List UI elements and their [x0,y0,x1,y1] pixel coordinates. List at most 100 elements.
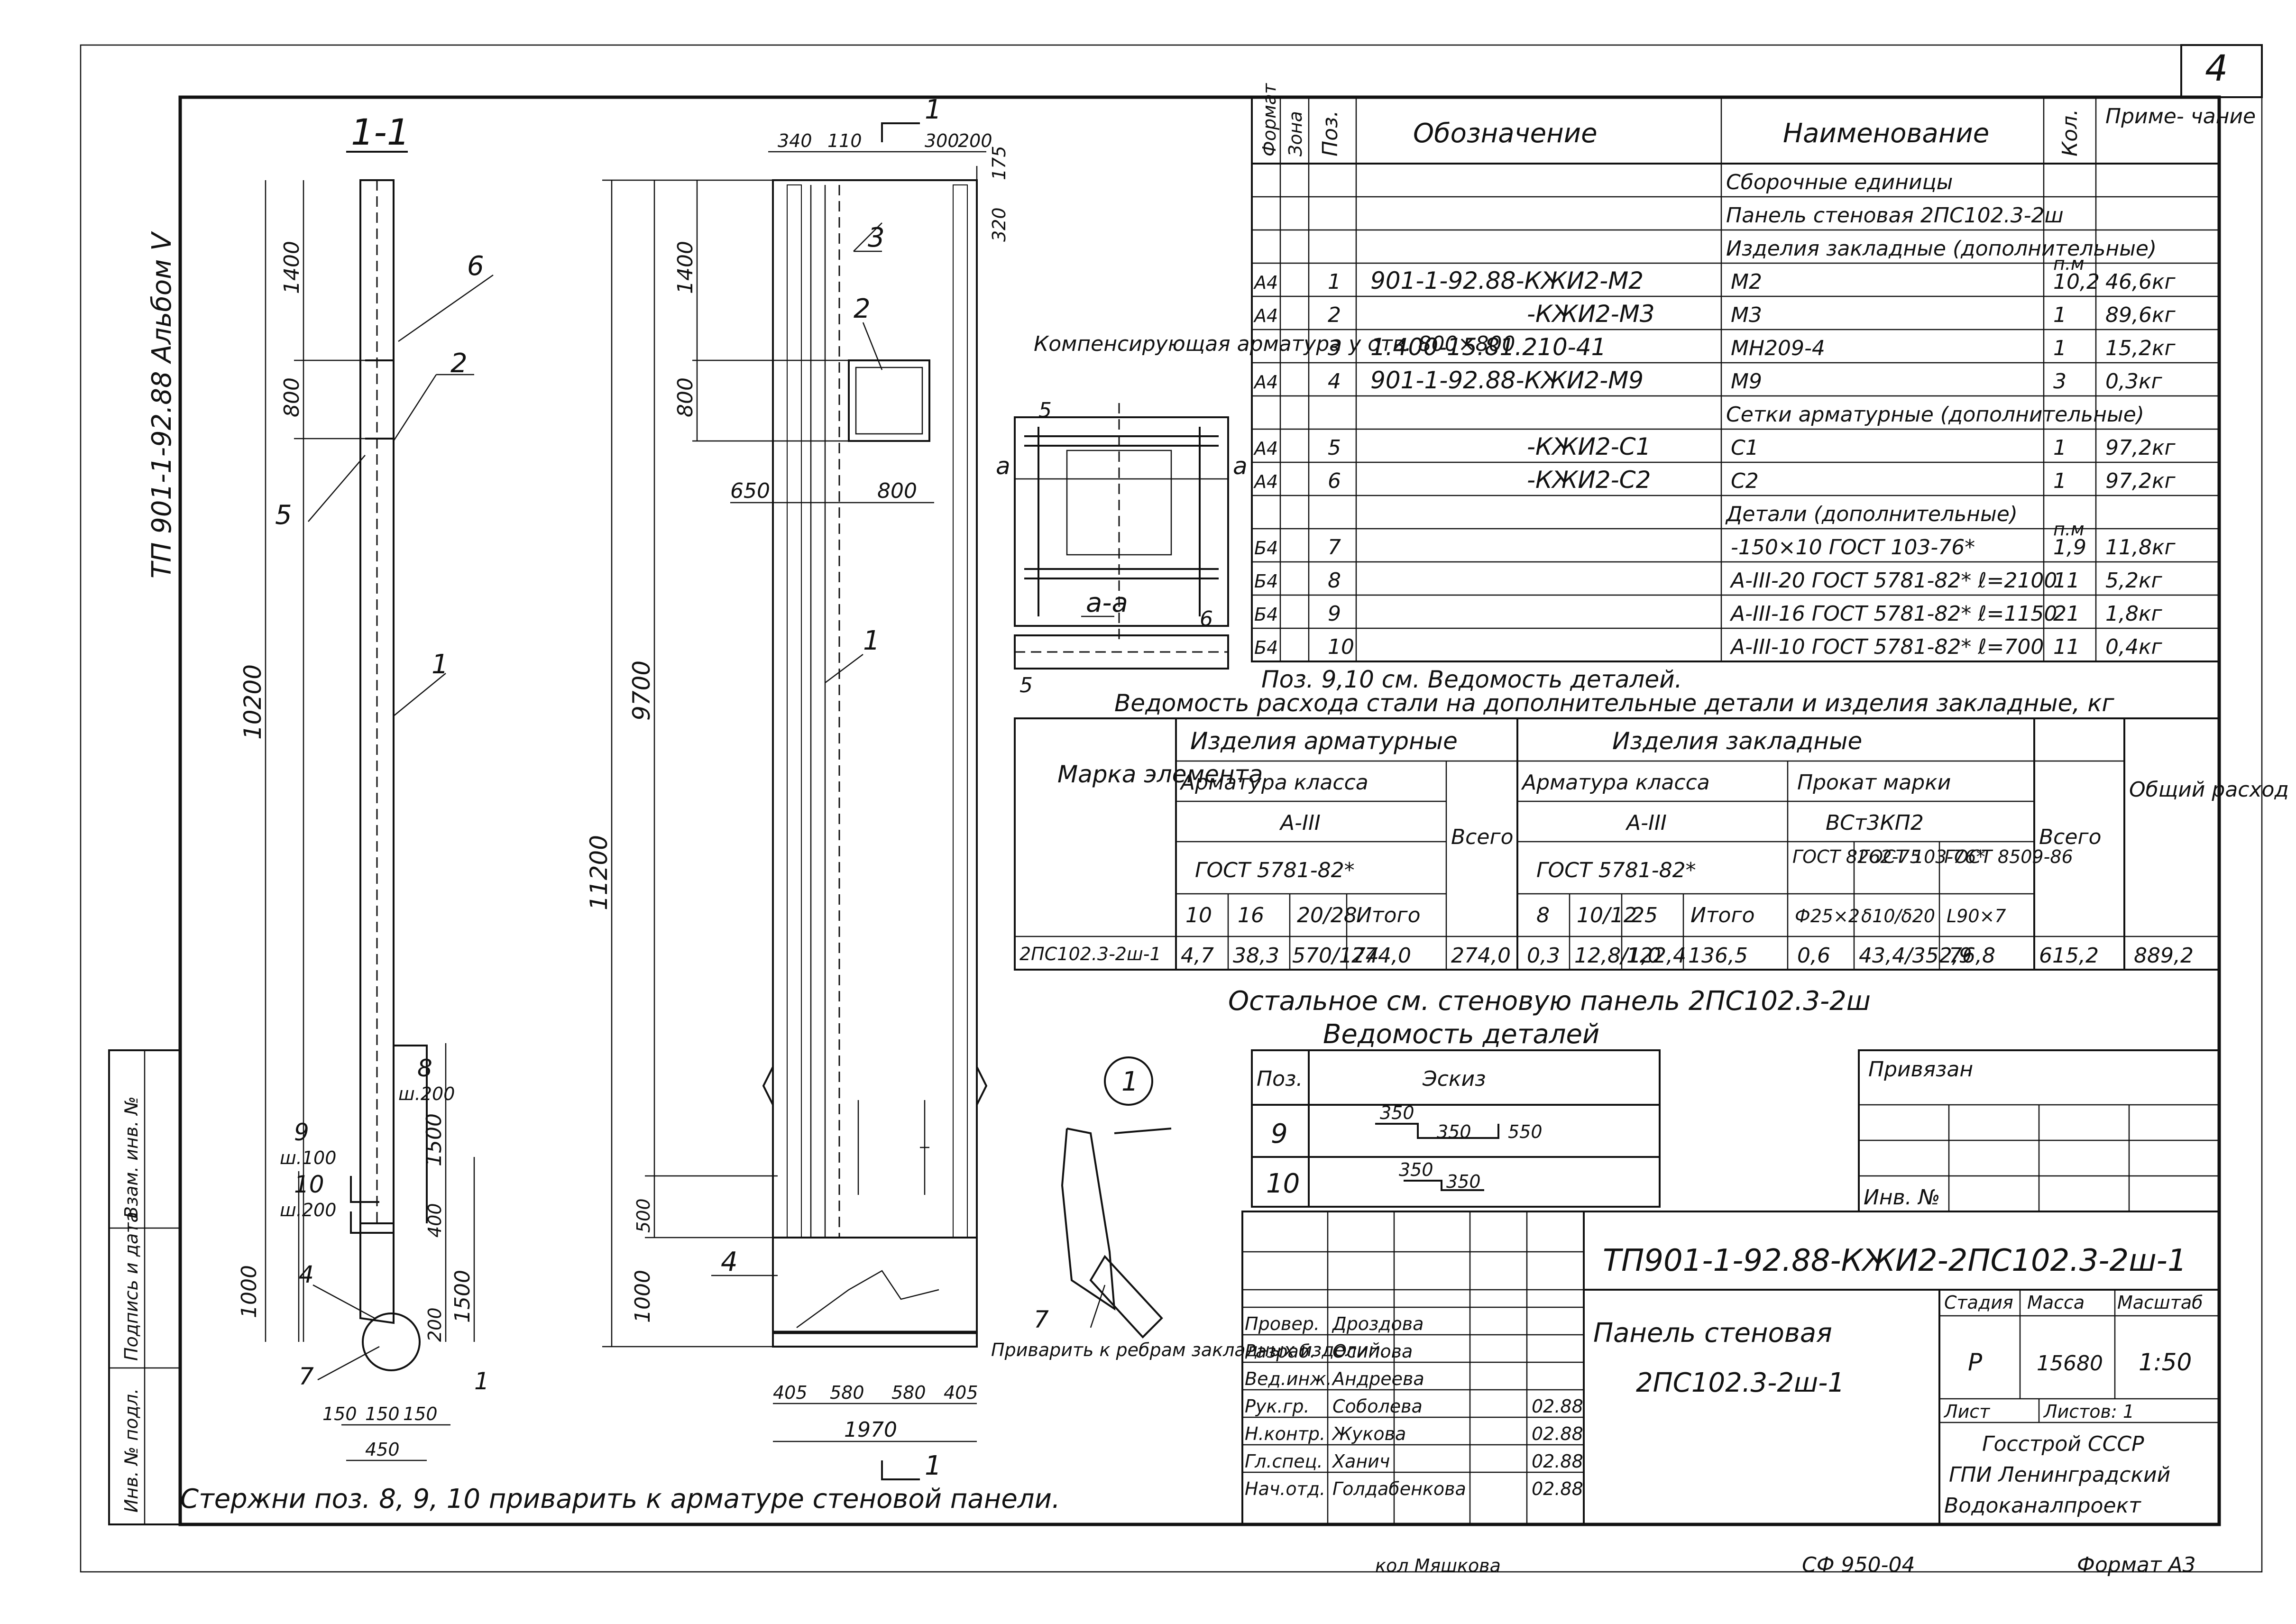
spec-fmt: А4 [1253,372,1278,393]
section-callout: 2 [450,348,468,379]
title-stage: Р [1968,1349,1983,1376]
section-dim: 1000 [237,1265,261,1318]
signer-name: Осипова [1332,1341,1413,1362]
spec-name: -150×10 ГОСТ 103-76* [1731,535,1975,560]
section-callout: 6 [467,251,484,282]
bar-spacing: ш.100 [280,1147,336,1168]
spec-fmt: А4 [1253,305,1278,326]
section-dim: 1500 [450,1270,475,1323]
steel-h-class: Арматура класса [1179,771,1368,795]
spec-name: А-III-16 ГОСТ 5781-82* ℓ=1150 [1729,602,2057,626]
side-stamp-replace: Взам. инв. № [121,1096,142,1219]
steel-h-total: Всего [2039,825,2101,849]
steel-cell: 0,6 [1797,944,1830,968]
section-callout: 7 [299,1363,314,1390]
spec-qty: 1,9 [2053,535,2086,560]
front-top-dim: 300 [925,130,959,151]
title-org-2: ГПИ Ленинградский [1949,1463,2170,1487]
steel-h-a3: А-III [1625,811,1667,835]
spec-fmt: А4 [1253,471,1278,492]
spec-header: Наименование [1783,118,1989,149]
title-code: ТП901-1-92.88-КЖИ2-2ПС102.3-2ш-1 [1603,1243,2187,1278]
spec-name: М2 [1731,270,1762,294]
weld-note: Приварить к ребрам закладных изделий. [991,1340,1386,1360]
spec-designation: 901-1-92.88-КЖИ2-М9 [1370,367,1644,394]
steel-cell: 889,2 [2134,944,2194,968]
steel-col-a: 16 [1238,903,1264,927]
section-dim: 200 [424,1307,445,1342]
section-callout: 8 [417,1055,432,1082]
front-dim: 9700 [628,661,655,721]
signer-role: Гл.спец. [1245,1451,1323,1472]
signer-role: Разраб. [1245,1341,1315,1362]
signer-date: 02.88 [1532,1396,1583,1417]
front-top-dim: 175 [989,146,1010,180]
spec-designation: -КЖИ2-М3 [1527,300,1655,328]
front-dim: 800 [673,377,698,417]
section-1-1 [265,179,475,1461]
section-bottom-dim: 450 [365,1439,400,1460]
spec-designation: 901-1-92.88-КЖИ2-М2 [1370,267,1644,294]
front-top-dim: 320 [989,207,1010,242]
front-view [602,122,988,1480]
signer-date: 02.88 [1532,1478,1583,1499]
title-sheet: Лист [1943,1401,1991,1422]
title-scale-h: Масштаб [2117,1292,2203,1313]
title-scale: 1:50 [2139,1349,2192,1376]
detail-circle-mark: 1 [1121,1066,1139,1097]
section-dim: 10200 [239,664,266,740]
front-dim: 1400 [673,241,698,294]
signer-name: Андреева [1331,1368,1424,1389]
front-dim: 800 [877,479,917,503]
spec-note: 97,2кг [2105,469,2176,493]
steel-h-a3: А-III [1279,811,1321,835]
spec-qty-unit: п.м [2053,253,2085,274]
spec-name: М9 [1731,369,1762,394]
spec-pos: 3 [1328,336,1341,360]
spec-name: МН209-4 [1731,336,1825,360]
spec-note: 97,2кг [2105,436,2176,460]
steel-cell: 38,3 [1233,944,1279,968]
steel-h-mark: Марка элемента [1057,761,1263,788]
steel-h-gost-c: ГОСТ 8509-86 [1944,846,2073,867]
section-bottom-dim: 150 [403,1404,438,1424]
spec-pos: 8 [1328,569,1341,593]
steel-col-b: 10/12 [1577,903,1637,927]
section-marker: 1 [925,94,942,125]
front-dim: 650 [730,479,770,503]
spec-pos: 6 [1328,469,1341,493]
spec-fmt: Б4 [1254,604,1278,625]
spec-name: С1 [1731,436,1759,460]
section-bottom-dim: 150 [365,1404,400,1424]
bar-spacing: ш.200 [398,1083,455,1104]
spec-note: 5,2кг [2105,569,2163,593]
spec-qty: 1 [2053,303,2066,327]
front-top-dim: 200 [958,130,992,151]
signer-date: 02.88 [1532,1423,1583,1444]
spec-qty: 3 [2053,369,2066,394]
spec-qty: 11 [2053,569,2080,593]
spec-pos: 7 [1328,535,1341,560]
details-dim: 350 [1446,1171,1481,1192]
bound-inv: Инв. № [1864,1185,1940,1210]
title-mass: 15680 [2037,1351,2103,1376]
spec-qty: 1 [2053,436,2066,460]
front-callout: 2 [854,294,871,324]
spec-fmt: Б4 [1254,538,1278,559]
spec-designation: -КЖИ2-С1 [1527,433,1651,460]
spec-designation: 1.400-15.81.210-41 [1370,333,1606,361]
title-sheets: Листов: 1 [2043,1401,2134,1422]
front-bottom-dim: 1970 [844,1418,897,1442]
steel-h-gost: ГОСТ 5781-82* [1536,858,1696,882]
steel-col-b: 8 [1536,903,1550,927]
signer-name: Дроздова [1332,1313,1424,1334]
section-callout: 10 [294,1171,324,1198]
side-stamp-inv: Инв. № подл. [121,1388,142,1513]
steel-note-other: Остальное см. стеновую панель 2ПС102.3-2… [1228,986,1871,1017]
spec-qty: 1 [2053,336,2066,360]
front-top-dim: 340 [778,130,812,151]
spec-name: Изделия закладные (дополнительные) [1726,237,2157,261]
section-bottom-dim: 150 [322,1404,357,1424]
spec-header: Обозначение [1413,118,1598,149]
